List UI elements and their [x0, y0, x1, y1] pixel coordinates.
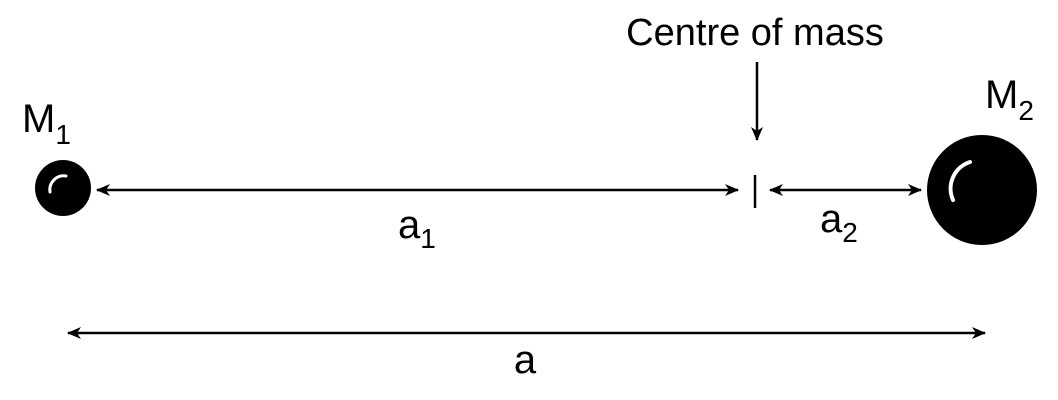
total-distance-label: a — [514, 338, 537, 382]
a1-symbol: a — [398, 203, 421, 247]
a1-subscript: 1 — [420, 223, 436, 254]
centre-of-mass-label: Centre of mass — [626, 12, 884, 54]
mass2-label: M2 — [985, 73, 1034, 126]
a1-label: a1 — [398, 203, 436, 254]
mass1-subscript: 1 — [55, 119, 71, 150]
mass1-sphere — [35, 160, 91, 216]
mass2-subscript: 2 — [1018, 95, 1034, 126]
mass1-label: M1 — [22, 97, 71, 150]
mass2-symbol: M — [985, 73, 1018, 117]
mass2-sphere — [927, 135, 1037, 245]
mass1-symbol: M — [22, 97, 55, 141]
a2-label: a2 — [820, 197, 858, 248]
a2-symbol: a — [820, 197, 843, 241]
a2-subscript: 2 — [842, 217, 858, 248]
